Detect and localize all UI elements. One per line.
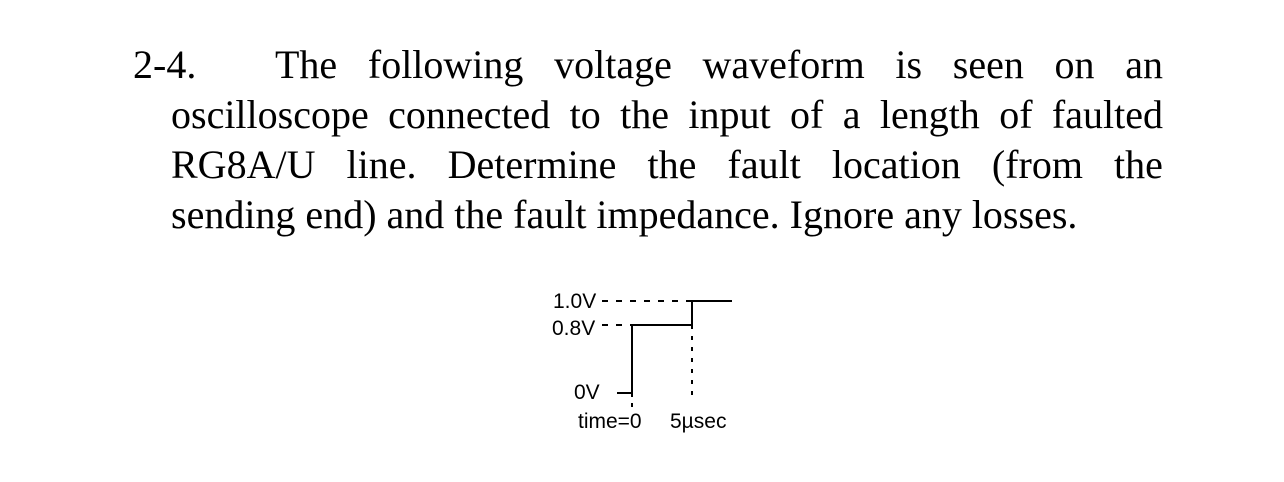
word: length [879,92,980,137]
word: on [1054,42,1095,87]
word: oscilloscope [171,92,369,137]
waveform-svg [602,300,732,409]
word: the [647,142,697,187]
word: waveform [702,42,865,87]
word: voltage [554,42,672,87]
word: the [620,92,669,137]
word: following [367,42,524,87]
problem-line-4: sending end) and the fault impedance. Ig… [133,190,1163,240]
label-time-0: time=0 [578,410,642,433]
word: fault [727,142,801,187]
label-time-5us: 5µsec [670,410,727,433]
word: Determine [447,142,617,187]
problem-number: 2-4. [133,42,197,87]
word: line. [346,142,417,187]
word: faulted [1051,92,1163,137]
waveform-figure: 1.0V 0.8V 0V time=0 5µsec [540,285,760,445]
problem-line-3: RG8A/U line. Determine the fault locatio… [133,140,1163,190]
word: to [569,92,601,137]
problem-line-1: 2-4. The following voltage waveform is s… [133,40,1163,90]
word: The [275,42,338,87]
word: the [1114,142,1163,187]
word: of [999,92,1033,137]
word: location [831,142,961,187]
waveform-trace [617,300,732,394]
word: connected [388,92,551,137]
label-08v: 0.8V [552,317,596,340]
word: RG8A/U [171,142,316,187]
problem-line-2: oscilloscope connected to the input of a… [133,90,1163,140]
word: an [1125,42,1163,87]
word: input [688,92,771,137]
label-0v: 0V [574,381,600,404]
word: (from [991,142,1083,187]
problem-line-4-text: sending end) and the fault impedance. Ig… [171,192,1078,237]
word: of [789,92,824,137]
word: a [842,92,861,137]
word: seen [952,42,1024,87]
word: is [895,42,923,87]
problem-statement: 2-4. The following voltage waveform is s… [133,40,1163,240]
label-1v: 1.0V [553,290,597,313]
